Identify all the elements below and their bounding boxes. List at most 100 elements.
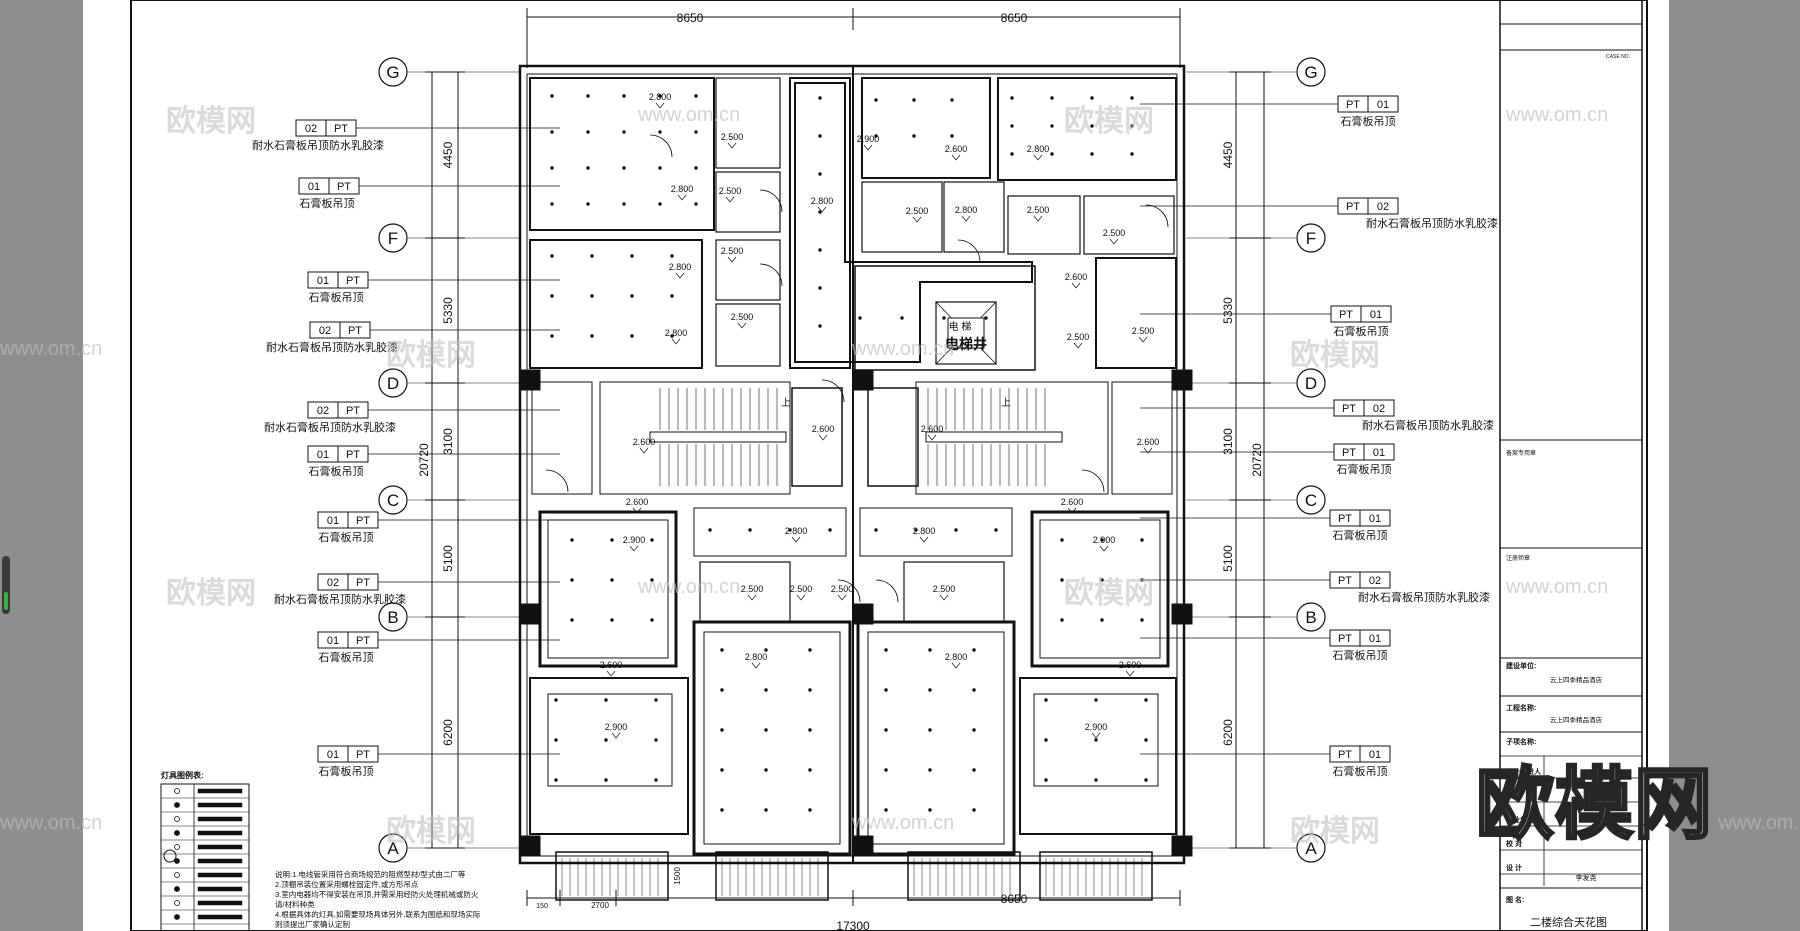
finish-tag-note: 石膏板吊顶 xyxy=(1337,462,1392,476)
ceiling-elevation: 2.800 xyxy=(913,526,936,536)
light-fixture xyxy=(912,98,916,102)
title-block-value: 云上四季精品酒店 xyxy=(1550,675,1603,684)
watermark-url: www.om.cn xyxy=(0,338,103,360)
room-a-left-inner xyxy=(547,693,673,787)
axis-label: A xyxy=(387,839,399,858)
elevation-mark xyxy=(961,215,971,222)
light-fixture xyxy=(984,316,988,320)
light-fixture xyxy=(764,648,768,652)
door-swing xyxy=(759,189,783,213)
finish-tag-code: 01 xyxy=(327,515,339,527)
ceiling-elevation: 2.500 xyxy=(790,584,813,594)
general-note: 3.室内电器均不得安装在吊顶,并需采用经防火处理机械或防火 xyxy=(275,889,479,899)
light-fixture xyxy=(1060,578,1064,582)
finish-tag-code: 02 xyxy=(319,325,331,337)
light-fixture xyxy=(900,316,904,320)
ceiling-elevation: 2.800 xyxy=(785,526,808,536)
ceiling-elevation: 2.500 xyxy=(721,132,744,142)
title-block-value: 云上四季精品酒店 xyxy=(1550,715,1603,724)
finish-tag-type: PT xyxy=(356,635,370,647)
elevation-mark xyxy=(796,594,806,601)
watermark-url: www.om.cn xyxy=(852,338,955,360)
elevation-mark xyxy=(1138,336,1148,343)
axis-bubble-right xyxy=(1296,485,1326,515)
ceiling-elevation: 2.800 xyxy=(669,262,692,272)
title-block-label: 专业负责人 xyxy=(1506,815,1542,824)
wc-room xyxy=(861,181,943,253)
door-swing xyxy=(759,263,783,287)
stair-left xyxy=(599,381,791,495)
finish-tag xyxy=(1359,509,1391,527)
light-fixture xyxy=(972,728,976,732)
stair-up-label: 上 xyxy=(781,397,791,409)
finish-tag-type: PT xyxy=(346,405,360,417)
room-b-right xyxy=(1030,510,1170,668)
legend-bar xyxy=(197,788,243,794)
wc-room xyxy=(1007,195,1081,255)
title-block-code: CASE NO. xyxy=(1606,54,1630,60)
legend-bar xyxy=(197,830,243,836)
legend-title: 灯具图例表: xyxy=(161,770,204,780)
finish-tag-type: PT xyxy=(346,449,360,461)
legend-symbol xyxy=(174,858,180,864)
room-a-right xyxy=(1019,677,1177,835)
dimension-label: 20720 xyxy=(417,443,431,477)
axis-label: D xyxy=(387,374,399,393)
dimension-label: 8650 xyxy=(1001,892,1028,906)
ceiling-elevation: 2.800 xyxy=(955,205,978,215)
light-fixture xyxy=(928,648,932,652)
watermark: 欧模网 xyxy=(166,104,256,139)
light-fixture xyxy=(554,738,558,742)
finish-tag-type: PT xyxy=(337,181,351,193)
elevation-mark xyxy=(606,670,616,677)
light-fixture xyxy=(550,166,554,170)
wc-room xyxy=(1083,195,1175,255)
room-a-mid-left xyxy=(692,620,852,856)
dimension-label: 8650 xyxy=(677,11,704,25)
light-fixture xyxy=(550,254,554,258)
wc-room xyxy=(715,171,781,233)
stair-landing xyxy=(649,431,787,443)
structural-column xyxy=(519,369,541,391)
finish-tag-code: 01 xyxy=(1369,513,1381,525)
legend-symbol xyxy=(174,900,180,906)
light-fixture xyxy=(586,202,590,206)
axis-label: B xyxy=(387,608,398,627)
finish-tag-type: PT xyxy=(1338,575,1352,587)
light-fixture xyxy=(1044,778,1048,782)
room-a-right-inner xyxy=(1033,693,1159,787)
finish-tag-type: PT xyxy=(1338,633,1352,645)
dimension-label: 3100 xyxy=(441,428,455,455)
light-fixture xyxy=(622,166,626,170)
elevation-mark xyxy=(951,662,961,669)
light-fixture xyxy=(630,334,634,338)
room-top-right xyxy=(997,77,1177,181)
dimension-label: 2700 xyxy=(591,901,609,910)
elevation-mark xyxy=(677,194,687,201)
light-fixture xyxy=(610,618,614,622)
ceiling-elevation: 2.800 xyxy=(1027,144,1050,154)
legend-symbol xyxy=(174,830,180,836)
light-fixture xyxy=(1090,152,1094,156)
light-fixture xyxy=(658,94,662,98)
elevation-mark xyxy=(671,338,681,345)
legend-symbol xyxy=(174,816,180,822)
light-fixture xyxy=(1140,538,1144,542)
corridor-left xyxy=(789,77,851,369)
elevator-shaft xyxy=(935,301,997,365)
finish-tag-note: 耐水石膏板吊顶防水乳胶漆 xyxy=(1358,590,1490,604)
scroll-handle[interactable] xyxy=(2,556,10,614)
dimension-label: 5100 xyxy=(1221,545,1235,572)
light-fixture xyxy=(604,738,608,742)
light-fixture xyxy=(630,294,634,298)
finish-tag-note: 石膏板吊顶 xyxy=(1333,764,1388,778)
finish-tag-code: 01 xyxy=(1369,749,1381,761)
corridor-mid-left xyxy=(693,507,847,557)
watermark-url: www.om.cn xyxy=(638,576,741,598)
light-fixture xyxy=(764,728,768,732)
light-fixture xyxy=(1060,618,1064,622)
elevation-mark xyxy=(1071,282,1081,289)
light-fixture xyxy=(1010,96,1014,100)
light-fixture xyxy=(658,130,662,134)
